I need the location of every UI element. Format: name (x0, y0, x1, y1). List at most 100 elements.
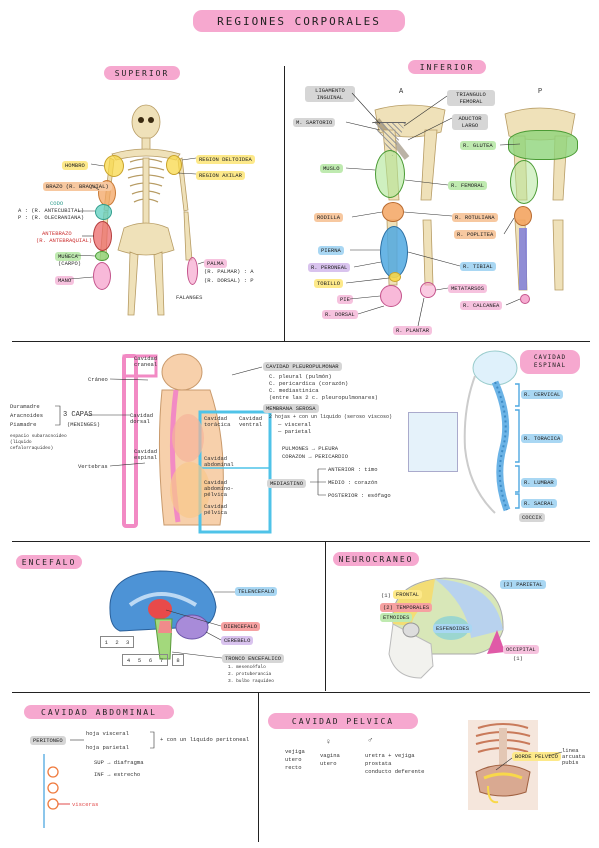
region-palma (187, 257, 198, 285)
region-mano (93, 262, 111, 290)
tronco-item-2: 2. protuberancia (228, 672, 272, 677)
label-falanges: FALANGES (176, 294, 203, 301)
label-femoral: R. FEMORAL (448, 181, 488, 190)
cavities-illustration (122, 353, 272, 534)
label-cavidad-craneal: Cavidad craneal (134, 355, 158, 368)
label-coccix: COCCIX (519, 513, 545, 522)
corazon-line: CORAZON → PERICARDIO (282, 453, 349, 460)
region-muneca (95, 251, 109, 261)
label-occipital: OCCIPITAL (503, 645, 539, 654)
region-femoral-post (510, 160, 538, 204)
divider (12, 541, 590, 542)
brain-num-4: 4 (126, 656, 131, 664)
region-pie (380, 285, 402, 307)
label-calcanea: R. CALCANEA (460, 301, 503, 310)
mediastino-medio: MEDIO : corazón (328, 479, 378, 486)
label-lumbar: R. LUMBAR (521, 478, 557, 487)
label-sacral: R. SACRAL (521, 499, 557, 508)
label-liquido: + con un liquido peritoneal (160, 736, 250, 743)
label-codo-p: P : (R. OLECRANIANA) (18, 214, 85, 221)
spine-illustration (463, 350, 518, 514)
label-brazo: BRAZO (R. BRAQUIAL) (43, 182, 112, 191)
brain-number-box-bottom: 4 5 6 7 (122, 654, 168, 666)
region-codo (95, 204, 112, 220)
label-deltoidea: REGION DELTOIDEA (196, 155, 255, 164)
label-tronco: TRONCO ENCEFALICO (222, 654, 285, 663)
label-telencefalo: TELENCEFALO (235, 587, 278, 596)
label-muslo: MUSLO (320, 164, 343, 173)
label-etmoides: ETMOIDES (380, 613, 413, 622)
pleuro-title: CAVIDAD PLEUROPULMONAR (263, 362, 342, 371)
brain-illustration (109, 570, 217, 660)
label-inf: INF → estrecho (94, 771, 141, 778)
label-cavidad-abdomino: Cavidad abdomino-pélvica (204, 479, 234, 498)
label-pierna: PIERNA (318, 246, 344, 255)
espinal-title: CAVIDAD ESPINAL (520, 350, 580, 374)
label-gluteo: R. GLUTEA (460, 141, 496, 150)
label-cavidad-espinal: Cavidad espinal (134, 448, 158, 461)
divider (258, 692, 259, 842)
label-cerebelo: CEREBELO (221, 636, 254, 645)
label-sartorio: M. SARTORIO (293, 118, 336, 127)
page-title: REGIONES CORPORALES (193, 10, 405, 32)
region-muslo (375, 150, 405, 198)
label-diencefalo: DIENCEFALO (221, 622, 261, 631)
encefalo-leaders (165, 591, 235, 659)
brain-num-5: 5 (137, 656, 142, 664)
abdominal-diagram (43, 754, 70, 828)
label-linea-arcuata: linea arcuata pubis (562, 747, 586, 766)
region-hombro (104, 155, 124, 177)
label-dorsal: (R. DORSAL) : P (204, 277, 254, 284)
label-poplitea: R. POPLITEA (454, 230, 497, 239)
label-vertebras: Vertebras (78, 463, 108, 470)
pelvica-male-2: prostata (365, 760, 392, 767)
pelvica-fem2-1: vagina (320, 752, 340, 759)
divider (325, 541, 326, 691)
label-codo: CODO (50, 200, 64, 207)
tronco-item-1: 1. mesencéfalo (228, 665, 266, 670)
label-triangulo: TRIANGULO FEMORAL (447, 90, 495, 106)
pleuro-item-4: (entre las 2 c. pleuropulmonares) (269, 394, 378, 401)
label-cavidad-pelvica: Cavidad pélvica (204, 503, 228, 516)
label-tibial: R. TIBIAL (460, 262, 496, 271)
brain-number-box-right: 8 (172, 654, 184, 666)
label-toracica: R. TORACICA (521, 434, 564, 443)
label-palmar: (R. PALMAR) : A (204, 268, 254, 275)
label-borde-pelvico: BORDE PELVICO (512, 752, 561, 761)
pelvica-male-1: uretra + vejiga (365, 752, 415, 759)
label-sup: SUP → diafragma (94, 759, 144, 766)
region-calcanea (520, 294, 530, 304)
superior-title: SUPERIOR (104, 66, 180, 80)
divider (12, 341, 590, 342)
pleuro-item-3: C. mediastinica (269, 387, 319, 394)
pleuro-item-2: C. pericardica (corazón) (269, 380, 349, 387)
label-visceras: visceras (72, 801, 99, 808)
region-deltoidea (166, 155, 182, 175)
neurocraneo-title: NEUROCRANEO (333, 552, 419, 566)
female-symbol: ♀ (326, 738, 331, 747)
membrana-line-2: — visceral (278, 421, 312, 428)
label-antebrazo: ANTEBRAZO (42, 230, 72, 237)
label-cavidad-dorsal: Cavidad dorsal (130, 412, 154, 425)
membrana-line-1: 2 hojas + con un liquido (seroso viscoso… (269, 414, 393, 420)
label-muneca: MUÑECA (55, 252, 81, 261)
region-tibial (519, 228, 527, 290)
pelvica-title: CAVIDAD PELVICA (268, 713, 418, 729)
region-pierna (380, 226, 408, 278)
mediastino-anterior: ANTERIOR : timo (328, 466, 378, 473)
region-poplitea (514, 206, 532, 226)
label-esfenoides: ESFENOIDES (433, 624, 473, 633)
region-rodilla (382, 202, 404, 222)
brain-num-6: 6 (148, 656, 153, 664)
label-aracnoides: Aracnoides (10, 412, 44, 419)
brain-num-8: 8 (176, 656, 180, 664)
spine-braces (515, 383, 520, 509)
label-plantar: R. PLANTAR (393, 326, 433, 335)
label-r-dorsal: R. DORSAL (322, 310, 358, 319)
label-peritoneo: PERITONEO (30, 736, 66, 745)
view-a-label: A (399, 88, 404, 96)
pelvica-fem-2: utero (285, 756, 302, 763)
divider (284, 66, 285, 341)
mediastino-brace (310, 468, 326, 496)
